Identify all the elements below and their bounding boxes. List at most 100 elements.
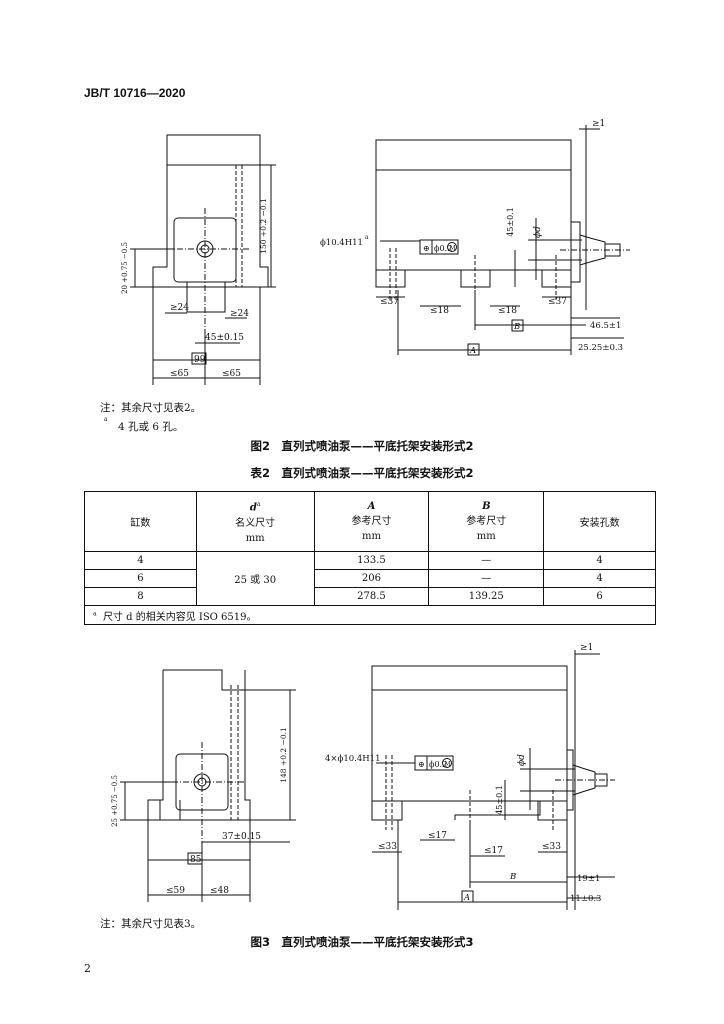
- fig2-dim-phi-d: ϕd: [533, 226, 543, 238]
- table-row: 4 25 或 30 133.5 — 4: [84, 551, 656, 606]
- fig3-dim-B: B: [509, 872, 516, 882]
- fig3-dim-148: 148 +0.2 −0.1: [279, 727, 288, 783]
- header-d-unit: mm: [245, 532, 265, 544]
- fig2-dim-le65-b: ≤65: [222, 369, 241, 379]
- fig3-dim-19: 19±1: [577, 874, 600, 884]
- header-B-unit: mm: [476, 531, 496, 542]
- standard-number: JB/T 10716—2020: [84, 86, 186, 100]
- fig2-left-top-block: [166, 134, 261, 166]
- cell-cylinders: 4: [84, 551, 197, 570]
- fig2-dim-150: 150 +0.2 −0.1: [259, 198, 268, 254]
- fig2-left-foot: [186, 281, 226, 313]
- cell-holes: 4: [543, 551, 656, 570]
- fig2-shaft-cone: [579, 234, 606, 266]
- fig3-dim-45-01: 45±0.1: [495, 785, 504, 815]
- fig2-dim-le37-a: ≤37: [380, 297, 399, 307]
- header-A-unit: mm: [361, 531, 381, 542]
- fig2-dim-le18-b: ≤18: [498, 306, 517, 316]
- fig3-dim-le59: ≤59: [166, 886, 185, 896]
- table2-header-holes: 安装孔数: [543, 491, 656, 552]
- fig2-note-a-text: 4 孔或 6 孔。: [118, 421, 184, 433]
- fig3-left-body: [147, 670, 251, 821]
- fig2-right-foot-3: [541, 270, 572, 288]
- fig2-flange-plate: [570, 221, 581, 283]
- fig2-tolerance-m-icon: M: [450, 245, 456, 252]
- fig3-dim-le17-a: ≤17: [428, 831, 447, 841]
- fig3-dim-le33-a: ≤33: [378, 842, 397, 852]
- fig3-dim-phi-d: ϕd: [517, 754, 527, 766]
- fig2-dim-B: B: [513, 322, 520, 332]
- table2: 缸数 da 名义尺寸 mm A 参考尺寸 mm B 参考尺寸 mm 安装孔数 4…: [84, 491, 656, 625]
- fig2-dim-99: 99: [194, 355, 206, 365]
- header-B-symbol: B: [482, 501, 491, 512]
- fig2-note-main: 注：其余尺寸见表2。: [100, 402, 202, 414]
- table2-header-d: da 名义尺寸 mm: [195, 491, 315, 552]
- fig3-dim-85: 85: [190, 855, 202, 865]
- table-row: 6 206 — 4: [84, 569, 656, 588]
- fig2-dim-45-01: 45±0.1: [506, 207, 515, 237]
- fig3-tolerance-pos-icon: ⊕: [418, 760, 425, 769]
- header-d-mark: a: [256, 501, 261, 509]
- fig2-dim-45: 45±0.15: [205, 333, 244, 343]
- fig3-note-main: 注：其余尺寸见表3。: [100, 918, 202, 930]
- cell-cylinders: 8: [84, 587, 197, 606]
- fig2-tolerance-pos-icon: ⊕: [423, 244, 430, 253]
- fig3-right-foot-2: [454, 801, 541, 820]
- cell-cylinders: 6: [84, 569, 197, 588]
- table2-header-cylinders: 缸数: [84, 491, 197, 552]
- fig3-dim-ge1: ≥1: [580, 643, 593, 653]
- footnote-mark: a: [93, 610, 97, 618]
- cell-B: —: [428, 551, 545, 570]
- fig2-dim-hole-mark: a: [365, 234, 369, 241]
- fig2-tolerance-frame: [419, 239, 459, 255]
- fig2-dim-ge24-a: ≥24: [170, 303, 189, 313]
- table2-header-A: A 参考尺寸 mm: [313, 491, 430, 552]
- fig2-right-foot-2: [460, 270, 491, 288]
- footnote-text: 尺寸 d 的相关内容见 ISO 6519。: [102, 611, 257, 623]
- fig2-note-a-mark: a: [104, 416, 108, 423]
- table2-title: 表2 直列式喷油泵——平底托架安装形式2: [250, 466, 474, 480]
- fig3-dim-A: A: [463, 893, 470, 903]
- fig2-left-body: [152, 164, 269, 288]
- fig2-right-body: [375, 139, 572, 271]
- fig3-dim-37: 37±0.15: [222, 832, 261, 842]
- fig2-dim-ge1: ≥1: [592, 119, 605, 129]
- table2-header-row: 缸数 da 名义尺寸 mm A 参考尺寸 mm B 参考尺寸 mm 安装孔数: [84, 491, 656, 552]
- header-A-symbol: A: [367, 501, 376, 512]
- fig3-dim-hole: 4×ϕ10.4H11: [325, 754, 380, 764]
- cell-holes: 4: [543, 569, 656, 588]
- page-number: 2: [84, 962, 91, 975]
- fig3-tolerance-m-icon: M: [445, 761, 451, 768]
- table2-header-B: B 参考尺寸 mm: [428, 491, 545, 552]
- table2-footnote: a 尺寸 d 的相关内容见 ISO 6519。: [84, 605, 656, 625]
- fig2-dim-le65-a: ≤65: [170, 369, 189, 379]
- fig2-caption: 图2 直列式喷油泵——平底托架安装形式2: [250, 439, 474, 453]
- fig2-dim-le18-a: ≤18: [430, 306, 449, 316]
- cell-A: 133.5: [313, 551, 430, 570]
- fig3-right-foot-1: [371, 801, 403, 821]
- fig2-dim-25-25: 25.25±0.3: [578, 343, 623, 353]
- fig3-dim-le33-b: ≤33: [542, 842, 561, 852]
- cell-holes: 6: [543, 587, 656, 606]
- cell-B: 139.25: [428, 587, 545, 606]
- fig3-caption: 图3 直列式喷油泵——平底托架安装形式3: [250, 935, 474, 949]
- fig3-tolerance-value: ϕ0.2: [429, 760, 447, 769]
- fig3-tolerance-frame: [414, 755, 454, 771]
- fig2-dim-ge24-b: ≥24: [230, 309, 249, 319]
- header-d-symbol: d: [249, 502, 257, 514]
- figure3-drawing: 25 +0.75 −0.5 148 +0.2 −0.1 37±0.15 85 ≤…: [111, 643, 615, 910]
- fig3-dim-le17-b: ≤17: [484, 846, 503, 856]
- fig2-tolerance-value: ϕ0.2: [434, 244, 452, 253]
- fig2-dim-le37-b: ≤37: [548, 297, 567, 307]
- fig3-shaft-cone: [572, 764, 596, 796]
- header-B-name: 参考尺寸: [466, 516, 507, 527]
- figure2-drawing: 20 +0.75 −0.5 150 +0.2 −0.1 ≥24 ≥24 45±0…: [121, 119, 630, 385]
- fig3-dim-le48: ≤48: [210, 886, 229, 896]
- header-d-name: 名义尺寸: [235, 517, 276, 529]
- fig2-dim-46-5: 46.5±1: [590, 321, 621, 331]
- cell-A: 278.5: [313, 587, 430, 606]
- fig3-dim-h-tol: 25 +0.75 −0.5: [111, 775, 119, 827]
- fig2-dim-hole: ϕ10.4H11: [320, 238, 363, 248]
- cell-B: —: [428, 569, 545, 588]
- cell-A: 206: [313, 569, 430, 588]
